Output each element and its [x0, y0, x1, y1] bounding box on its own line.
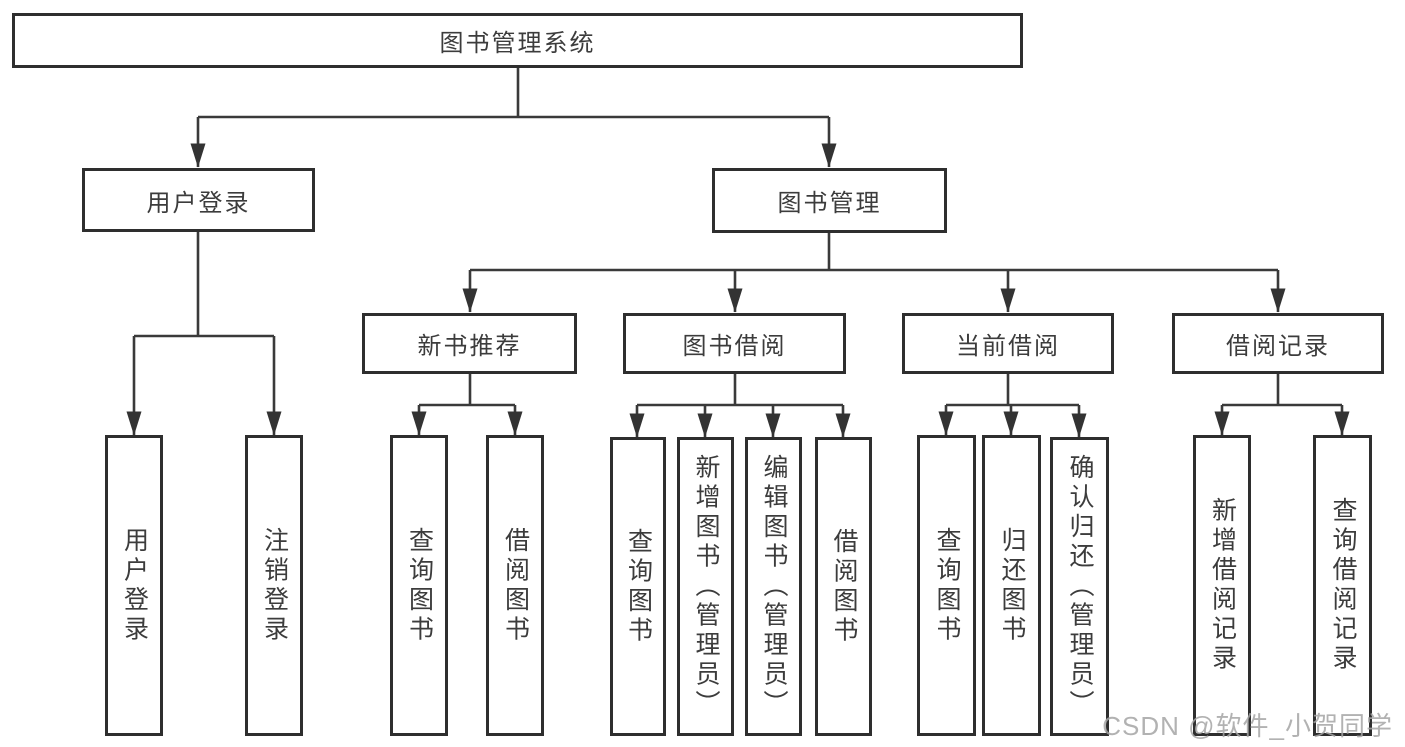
node-borrowing-records: 借阅记录	[1172, 313, 1384, 374]
node-label: 新书推荐	[417, 333, 522, 360]
node-book-borrowing: 图书借阅	[623, 313, 846, 374]
csdn-watermark: CSDN @软件_小贺同学	[1102, 711, 1393, 741]
node-root-system: 图书管理系统	[12, 13, 1023, 68]
leaf-label: 确认归还（管理员）	[1066, 453, 1094, 720]
leaf-recommend-borrow-books: 借阅图书	[486, 435, 544, 736]
leaf-records-query-record: 查询借阅记录	[1313, 435, 1372, 736]
node-label: 用户登录	[146, 189, 251, 217]
node-label: 借阅记录	[1226, 333, 1330, 360]
leaf-label: 借阅图书	[830, 527, 858, 646]
leaf-user-login: 用户登录	[105, 435, 163, 736]
leaf-label: 归还图书	[998, 526, 1026, 645]
node-new-book-recommendation: 新书推荐	[362, 313, 577, 374]
leaf-records-add-record: 新增借阅记录	[1193, 435, 1251, 736]
leaf-label: 借阅图书	[501, 526, 530, 645]
node-label: 当前借阅	[956, 333, 1060, 360]
node-user-login-branch: 用户登录	[82, 168, 315, 232]
leaf-label: 注销登录	[260, 526, 289, 645]
leaf-label: 新增图书（管理员）	[692, 453, 720, 720]
leaf-current-query-books: 查询图书	[917, 435, 976, 736]
leaf-recommend-query-books: 查询图书	[390, 435, 448, 736]
leaf-label: 查询图书	[933, 526, 961, 645]
node-current-borrowing: 当前借阅	[902, 313, 1114, 374]
leaf-borrow-edit-books-admin: 编辑图书（管理员）	[745, 437, 802, 736]
leaf-borrow-borrow-books: 借阅图书	[815, 437, 872, 736]
leaf-borrow-query-books: 查询图书	[610, 437, 666, 736]
leaf-label: 编辑图书（管理员）	[760, 453, 788, 720]
leaf-current-return-books: 归还图书	[982, 435, 1041, 736]
leaf-label: 查询借阅记录	[1329, 497, 1357, 674]
leaf-logout: 注销登录	[245, 435, 303, 736]
leaf-current-confirm-return-admin: 确认归还（管理员）	[1050, 437, 1109, 736]
node-label: 图书管理系统	[439, 30, 596, 57]
leaf-label: 查询图书	[624, 527, 653, 646]
leaf-label: 查询图书	[405, 526, 434, 645]
leaf-borrow-add-books-admin: 新增图书（管理员）	[677, 437, 734, 736]
leaf-label: 用户登录	[120, 526, 149, 645]
node-label: 图书借阅	[682, 333, 787, 360]
node-book-management-branch: 图书管理	[712, 168, 947, 233]
leaf-label: 新增借阅记录	[1208, 497, 1237, 674]
node-label: 图书管理	[777, 190, 882, 217]
